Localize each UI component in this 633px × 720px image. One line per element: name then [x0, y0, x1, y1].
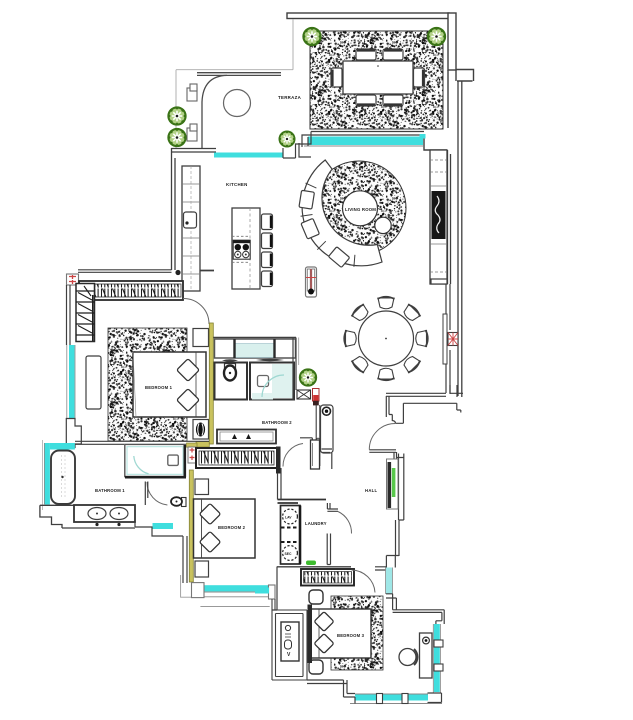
svg-text:BEDROOM 1: BEDROOM 1: [145, 385, 173, 390]
svg-text:TERRAZA: TERRAZA: [278, 95, 302, 100]
svg-text:LAUNDRY: LAUNDRY: [305, 521, 327, 526]
svg-text:KITCHEN: KITCHEN: [226, 182, 248, 187]
svg-text:BEDROOM 2: BEDROOM 2: [218, 525, 246, 530]
svg-text:LIVING ROOM: LIVING ROOM: [345, 207, 376, 212]
svg-text:SEC: SEC: [285, 552, 293, 556]
svg-text:BEDROOM 3: BEDROOM 3: [337, 633, 365, 638]
svg-text:V: V: [287, 652, 291, 658]
svg-text:LAV: LAV: [285, 515, 292, 519]
svg-text:HALL: HALL: [365, 488, 378, 493]
svg-text:BATHROOM 1: BATHROOM 1: [95, 488, 125, 493]
svg-text:BATHROOM 2: BATHROOM 2: [262, 420, 292, 425]
